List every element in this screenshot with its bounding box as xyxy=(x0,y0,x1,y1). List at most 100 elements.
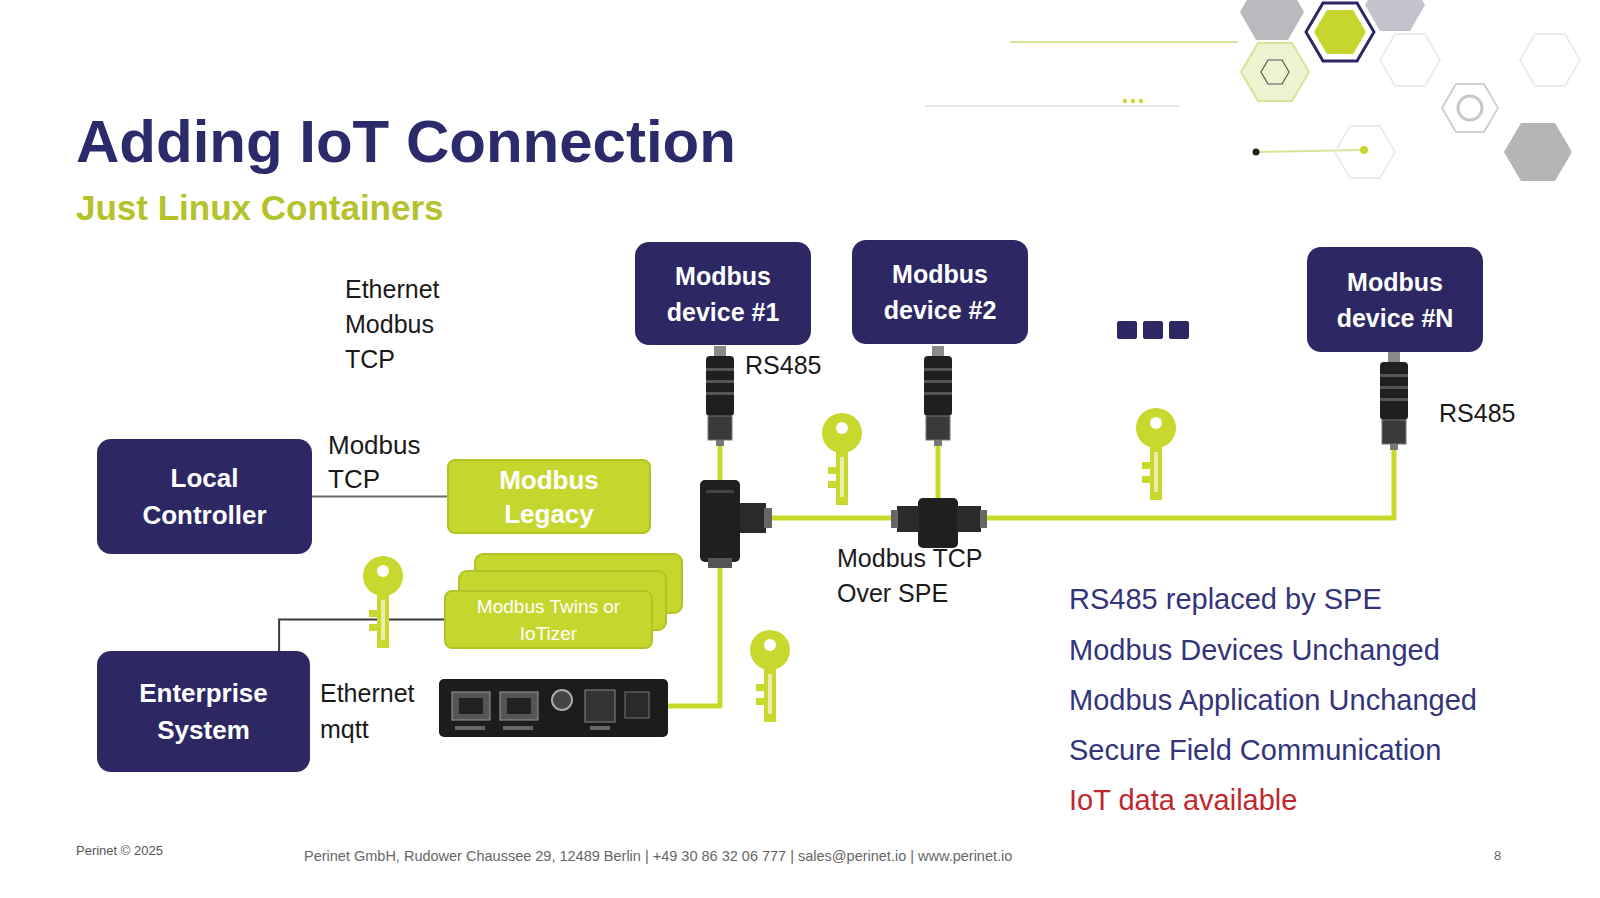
spe-wire xyxy=(936,446,941,500)
t-connector-nut xyxy=(708,558,732,568)
protocol-label: Ethernet Modbus TCP xyxy=(345,272,460,377)
decor-hexagon xyxy=(1365,0,1425,31)
decor-dot xyxy=(1360,146,1368,154)
connector-line xyxy=(279,620,444,652)
cable-plug-rib xyxy=(924,368,952,371)
cable-plug-rib xyxy=(1380,374,1408,377)
decor-dot xyxy=(1253,149,1260,156)
gateway-device xyxy=(439,679,668,737)
decor-hexagon xyxy=(1261,60,1289,84)
decor-dot xyxy=(1131,99,1135,103)
gateway-port xyxy=(459,698,483,714)
ellipsis-square xyxy=(1117,321,1137,339)
gateway-port xyxy=(452,692,490,720)
node-text: Modbus device #1 xyxy=(647,258,799,330)
node-text: Modbus device #N xyxy=(1319,264,1471,336)
connector-line xyxy=(312,496,447,498)
decor-hexagon xyxy=(1306,3,1374,61)
signal-label: RS485 xyxy=(1439,396,1559,430)
gateway-port xyxy=(507,698,531,714)
benefit-item: Secure Field Communication xyxy=(1069,732,1569,768)
decor-hexagon xyxy=(1504,123,1572,181)
device-box: Modbus device #N xyxy=(1307,247,1483,352)
page-number: 8 xyxy=(1494,848,1524,864)
decor-hexagon xyxy=(1442,84,1498,132)
enterprise-box: Enterprise System xyxy=(97,651,310,772)
gateway-port xyxy=(500,692,538,720)
t-connector xyxy=(918,498,958,548)
device-box: Modbus device #1 xyxy=(635,242,811,345)
decor-ring xyxy=(1458,96,1482,120)
node-text: Local Controller xyxy=(109,460,300,534)
decor-hexagon xyxy=(1241,43,1309,101)
gateway-marking xyxy=(590,726,610,730)
t-connector xyxy=(897,506,919,532)
cable-plug-pin xyxy=(1390,444,1398,450)
node-text: Modbus Twins or IoTizer xyxy=(456,593,641,647)
decor-dot xyxy=(1123,99,1127,103)
ellipsis-square xyxy=(1143,321,1163,339)
controller-box: Local Controller xyxy=(97,439,312,554)
gateway-port xyxy=(625,692,649,718)
cable-plug xyxy=(706,356,734,416)
decor-hexagon xyxy=(1314,10,1366,54)
spe-wire xyxy=(718,446,723,482)
cable-plug-nut xyxy=(926,416,950,440)
cable-plug xyxy=(714,346,726,356)
t-connector xyxy=(700,480,740,562)
signal-label: RS485 xyxy=(745,348,865,382)
cable-plug-rib xyxy=(706,368,734,371)
node-text: Enterprise System xyxy=(109,675,298,749)
edge-label: Modbus TCP xyxy=(328,428,438,496)
cable-plug-nut xyxy=(708,416,732,440)
cable-plug-pin xyxy=(716,440,724,446)
spe-wire xyxy=(772,516,893,521)
gateway-jack xyxy=(552,690,572,710)
spe-wire xyxy=(666,566,720,706)
slide-subtitle: Just Linux Containers xyxy=(76,188,676,228)
container-box: Modbus Legacy xyxy=(447,459,651,534)
cable-plug xyxy=(932,346,944,356)
benefit-item: IoT data available xyxy=(1069,782,1569,818)
cable-plug xyxy=(1380,362,1408,420)
t-connector-nut xyxy=(980,510,987,528)
footer-copyright: Perinet © 2025 xyxy=(76,843,276,859)
slide-title: Adding IoT Connection xyxy=(76,112,736,172)
key-icon xyxy=(750,630,790,722)
key-icon xyxy=(822,413,862,505)
cable-plug-rib xyxy=(924,380,952,383)
ellipsis-square xyxy=(1169,321,1189,339)
protocol-label: Ethernet mqtt xyxy=(320,675,432,747)
cable-plug-nut xyxy=(1382,420,1406,444)
decor-hexagon xyxy=(1520,34,1580,86)
node-text: Modbus Legacy xyxy=(459,463,639,531)
footer-address: Perinet GmbH, Rudower Chaussee 29, 12489… xyxy=(304,848,1204,864)
t-connector xyxy=(957,506,981,532)
decor-hexagon xyxy=(1240,0,1304,40)
spe-wire xyxy=(984,449,1394,518)
decor-line xyxy=(1010,41,1238,43)
decor-hexagon xyxy=(1380,34,1440,86)
benefit-item: RS485 replaced by SPE xyxy=(1069,581,1569,617)
t-connector-nut xyxy=(764,508,772,528)
decor-dot xyxy=(1139,99,1143,103)
benefit-item: Modbus Application Unchanged xyxy=(1069,682,1569,718)
decor-line xyxy=(1256,150,1362,152)
t-connector-rib xyxy=(706,490,734,493)
decor-line xyxy=(925,105,1180,107)
decor-hexagon xyxy=(1335,126,1395,178)
benefit-item: Modbus Devices Unchanged xyxy=(1069,632,1569,668)
cable-plug xyxy=(924,356,952,416)
container-box: Modbus Twins or IoTizer xyxy=(444,590,653,649)
protocol-label: Modbus TCP Over SPE xyxy=(837,541,1007,611)
key-icon xyxy=(1136,408,1176,500)
cable-plug xyxy=(1388,352,1400,362)
cable-plug-rib xyxy=(1380,398,1408,401)
t-connector-nut xyxy=(891,510,898,528)
gateway-port xyxy=(585,690,615,722)
device-box: Modbus device #2 xyxy=(852,240,1028,344)
cable-plug-rib xyxy=(706,392,734,395)
cable-plug-rib xyxy=(706,380,734,383)
